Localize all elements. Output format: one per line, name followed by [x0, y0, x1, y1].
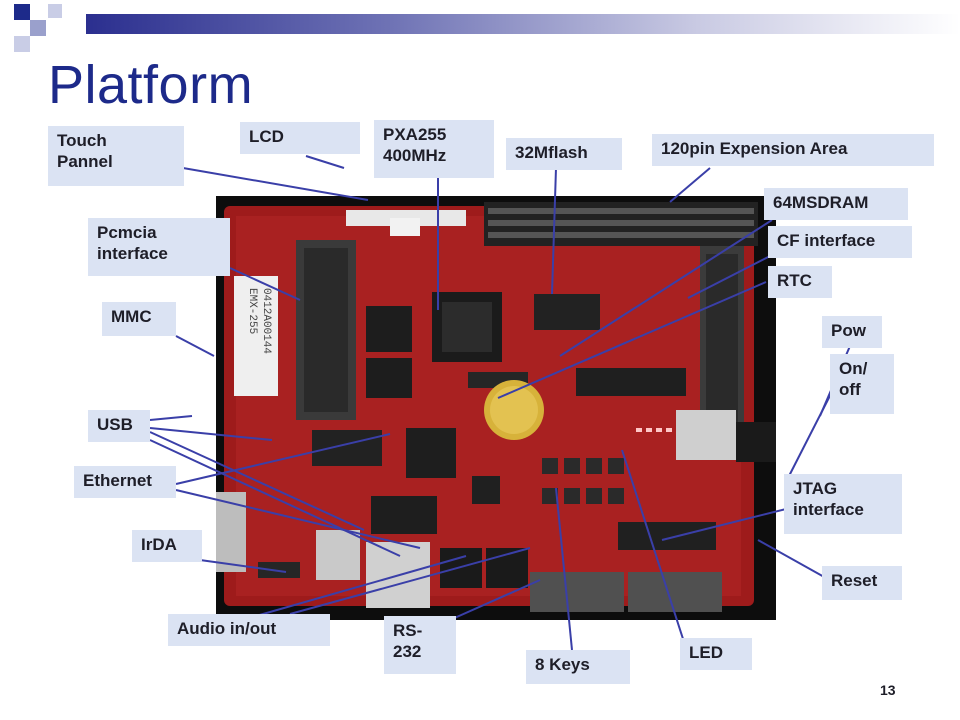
sticker-text-1: EMX-255: [246, 288, 258, 334]
label-pow: Pow: [822, 316, 882, 348]
label-cf-interface: CF interface: [768, 226, 912, 258]
corner-decoration: [14, 4, 74, 64]
label-rtc: RTC: [768, 266, 832, 298]
label-audio-in-out: Audio in/out: [168, 614, 330, 646]
sticker-text-2: 0412A00144: [260, 288, 272, 354]
title-gradient-bar: [86, 14, 960, 34]
label-ethernet: Ethernet: [74, 466, 176, 498]
label-pxa255: PXA255 400MHz: [374, 120, 494, 178]
slide-title: Platform: [48, 55, 254, 115]
label-lcd: LCD: [240, 122, 360, 154]
label-pcmcia-interface: Pcmcia interface: [88, 218, 230, 276]
embedded-board-photo: EMX-255 0412A00144: [216, 196, 776, 620]
page-number: 13: [880, 682, 896, 698]
label-usb: USB: [88, 410, 150, 442]
label-touch-pannel: Touch Pannel: [48, 126, 184, 186]
label-reset: Reset: [822, 566, 902, 600]
label-on-off: On/ off: [830, 354, 894, 414]
label-irda: IrDA: [132, 530, 202, 562]
label-64msdram: 64MSDRAM: [764, 188, 908, 220]
label-expansion-area: 120pin Expension Area: [652, 134, 934, 166]
label-jtag-interface: JTAG interface: [784, 474, 902, 534]
label-led: LED: [680, 638, 752, 670]
label-rs232: RS- 232: [384, 616, 456, 674]
label-8-keys: 8 Keys: [526, 650, 630, 684]
label-32mflash: 32Mflash: [506, 138, 622, 170]
label-mmc: MMC: [102, 302, 176, 336]
